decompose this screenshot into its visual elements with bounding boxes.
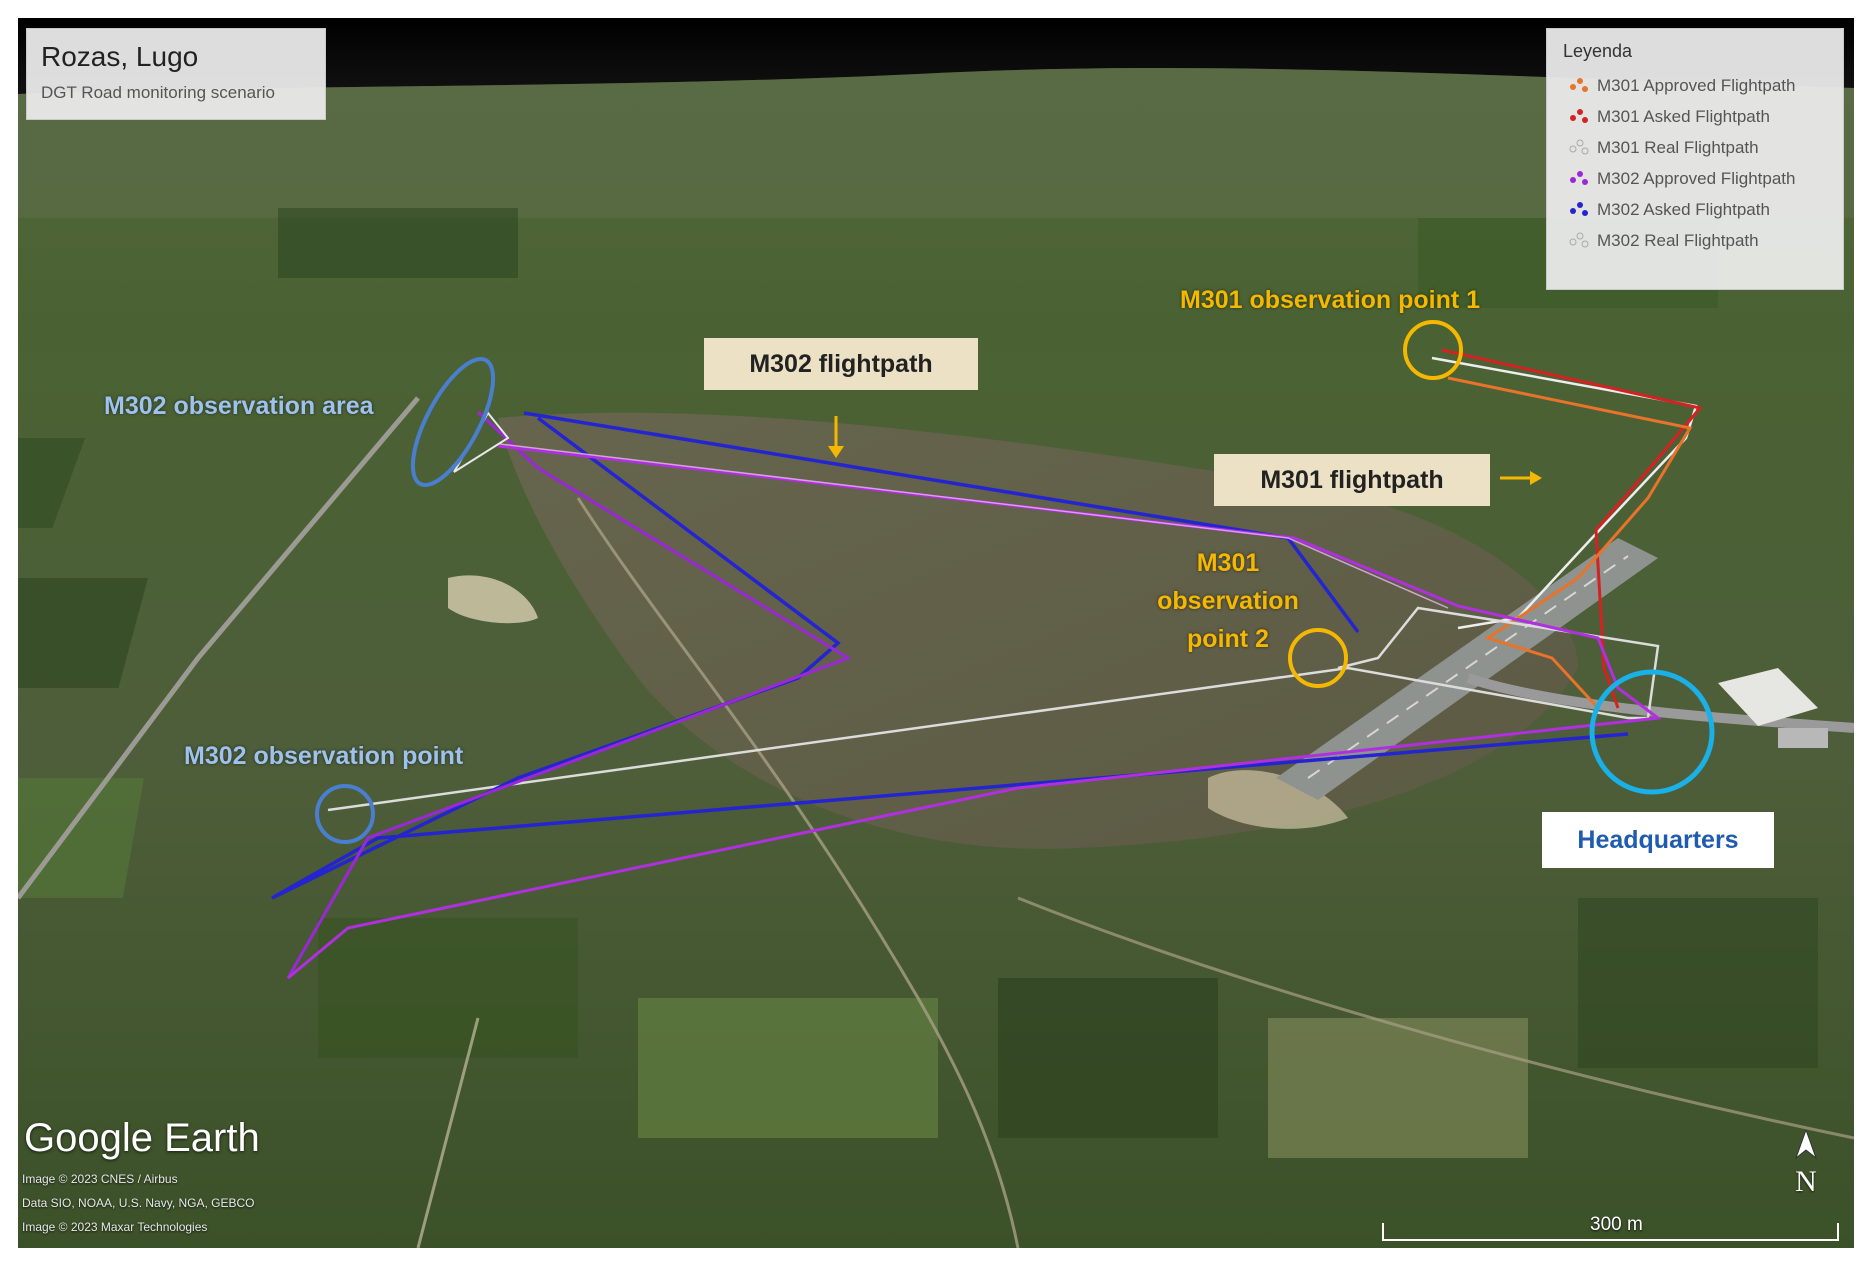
m302-flightpath-label: M302 flightpath [704,338,978,390]
label-line: observation [1157,587,1299,615]
legend-label: M301 Approved Flightpath [1597,75,1796,95]
label-line: point 2 [1187,625,1269,653]
north-arrow-icon [1794,1128,1818,1160]
data-credit: Data SIO, NOAA, U.S. Navy, NGA, GEBCO [22,1196,255,1210]
legend-label: M302 Asked Flightpath [1597,199,1770,219]
legend-item-m302-asked: M302 Asked Flightpath [1563,194,1827,225]
m302-approved-flightpath-return [287,444,1662,980]
legend-item-m301-real: M301 Real Flightpath [1563,132,1827,163]
m302-observation-point-label: M302 observation point [184,742,464,770]
flightpath-icon [1569,232,1589,247]
m301-observation-point-2-label: M301 observation point 2 [1148,544,1308,658]
legend-item-m301-asked: M301 Asked Flightpath [1563,101,1827,132]
headquarters-label: Headquarters [1542,812,1774,868]
legend-item-m301-approved: M301 Approved Flightpath [1563,70,1827,101]
m301-asked-flightpath [1441,348,1703,709]
m302-observation-area-marker [410,356,496,488]
m302-observation-area-label: M302 observation area [104,392,374,420]
map-title: Rozas, Lugo [41,41,199,72]
flightpath-icon [1569,139,1589,154]
scale-label: 300 m [1590,1214,1643,1235]
flightpath-icon [1570,170,1588,185]
legend-label: M301 Asked Flightpath [1597,106,1770,126]
m301-observation-point-2-marker [1288,628,1348,688]
m301-observation-point-1-label: M301 observation point 1 [1180,286,1481,314]
map-subtitle: DGT Road monitoring scenario [41,83,276,102]
m301-flightpath-label: M301 flightpath [1214,454,1490,506]
map-view[interactable]: Rozas, Lugo DGT Road monitoring scenario… [18,18,1854,1248]
m301-real-flightpath-return [327,606,1660,812]
north-indicator: N [1786,1128,1826,1200]
flightpath-icon [1570,108,1588,123]
legend-item-m302-approved: M302 Approved Flightpath [1563,163,1827,194]
m302-observation-point-marker [315,784,375,844]
google-earth-logo: Google Earth [24,1116,260,1160]
legend-item-m302-real: M302 Real Flightpath [1563,225,1827,256]
flightpath-icon [1570,77,1588,92]
legend-panel: Leyenda M301 Approved Flightpath M301 As… [1546,28,1844,290]
legend-label: M301 Real Flightpath [1597,137,1759,157]
m302-real-flightpath [499,443,1449,609]
flightpath-icon [1570,201,1588,216]
title-panel: Rozas, Lugo DGT Road monitoring scenario [26,28,326,120]
m301-observation-point-1-marker [1403,320,1463,380]
legend-title: Leyenda [1563,41,1633,61]
north-label: N [1795,1165,1817,1198]
image-credit-1: Image © 2023 CNES / Airbus [22,1172,178,1186]
legend-label: M302 Approved Flightpath [1597,168,1796,188]
headquarters-marker [1589,669,1715,795]
label-line: M301 [1196,549,1260,577]
legend-label: M302 Real Flightpath [1597,230,1759,250]
scale-bar [1382,1223,1839,1241]
image-credit-2: Image © 2023 Maxar Technologies [22,1220,208,1234]
m301-approved-flightpath [1447,376,1693,710]
